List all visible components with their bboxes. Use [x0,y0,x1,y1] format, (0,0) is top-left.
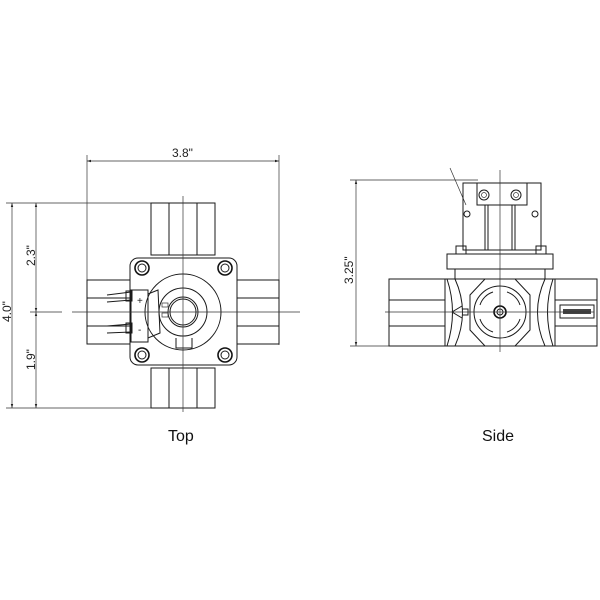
coil-bracket [462,182,542,251]
side-view: 3.25" [342,167,598,352]
total-height-text: 4.0" [0,301,14,322]
label-plate [559,304,595,319]
brand-label [563,309,591,314]
leader-line [449,167,467,206]
electrical-terminals: + - [106,289,149,343]
negative-terminal-label: - [138,325,141,336]
side-body [388,278,598,347]
mounting-bolts [134,260,233,363]
positive-terminal-label: + [137,296,143,307]
side-height-text: 3.25" [342,256,356,284]
width-dimension-text: 3.8" [172,146,193,160]
side-height-dimension: 3.25" [342,179,478,347]
top-view: 3.8" 4.0" 2.3" 1.9" [0,146,300,412]
side-view-label: Side [482,428,515,445]
upper-height-text: 2.3" [24,245,38,266]
top-view-label: Top [168,428,194,445]
lower-height-text: 1.9" [24,349,38,370]
